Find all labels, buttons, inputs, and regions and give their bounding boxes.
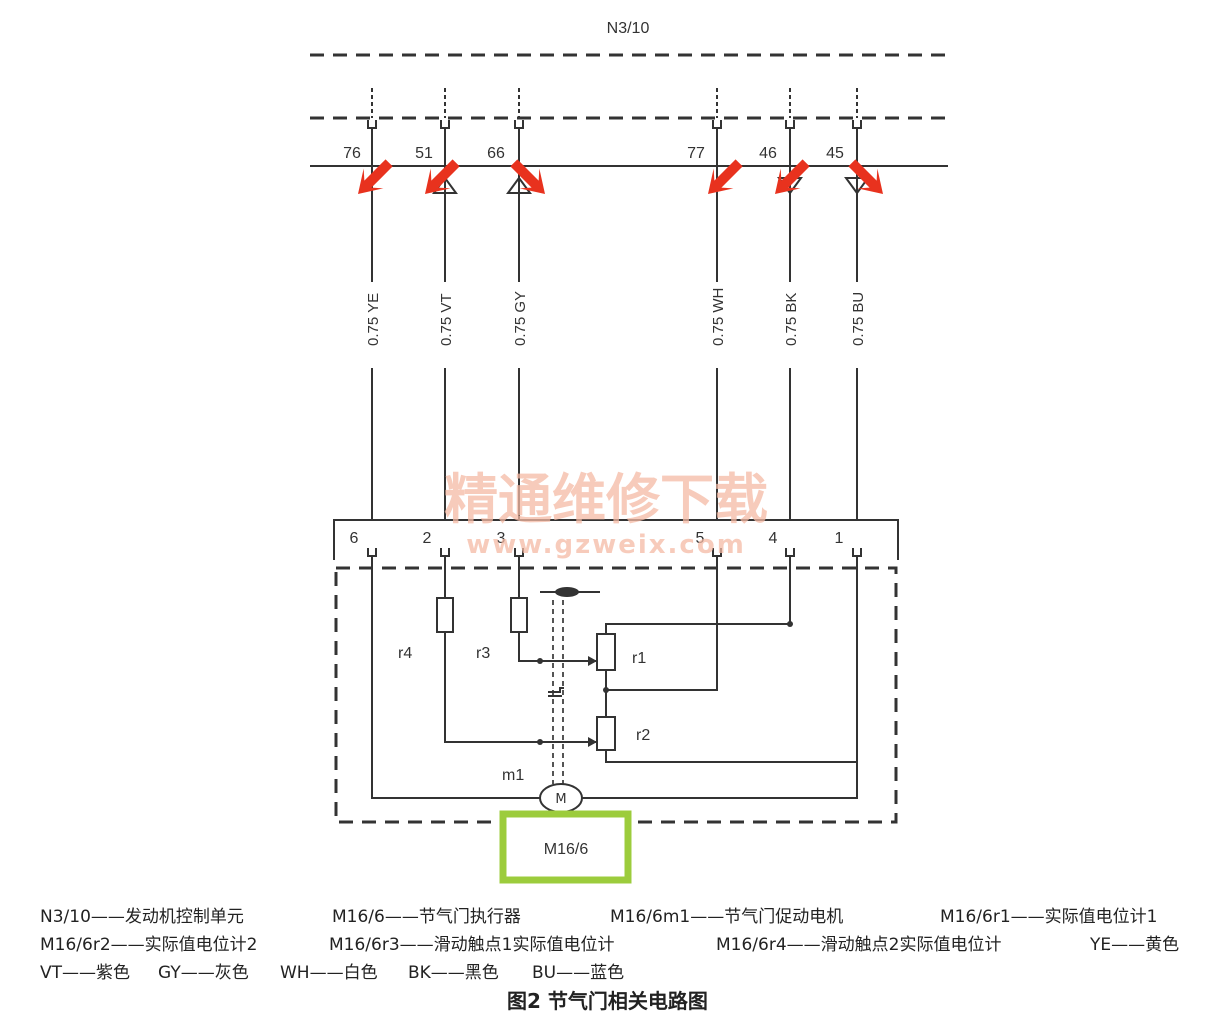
actuator-pin-number: 2 <box>423 530 432 547</box>
wire-label: 0.75 VT <box>438 293 455 346</box>
actuator-pin-number: 6 <box>350 530 359 547</box>
internal-wiring <box>371 556 858 799</box>
wire-label: 0.75 GY <box>512 291 529 346</box>
ecu-pin-stubs <box>367 88 862 166</box>
legend-item: M16/6r4——滑动触点2实际值电位计 <box>716 935 1002 955</box>
ecu-label: N3/10 <box>607 20 650 37</box>
signal-triangle-up-icon <box>506 176 532 194</box>
wire-label: 0.75 YE <box>365 293 382 346</box>
actuator-highlight-box <box>499 810 632 884</box>
actuator-pin-number: 5 <box>696 530 705 547</box>
motor-m1-icon: M <box>539 783 583 813</box>
actuator-label: M16/6 <box>544 841 589 858</box>
ecu-pin-stub <box>712 88 722 166</box>
ecu-pin-number: 51 <box>415 145 433 162</box>
legend-item: BU——蓝色 <box>532 963 625 983</box>
ecu-pin-stub <box>852 88 862 166</box>
resistor-r3 <box>510 597 528 633</box>
actuator-pin-number: 3 <box>497 530 506 547</box>
legend-item: M16/6——节气门执行器 <box>332 907 521 927</box>
component-label-r3: r3 <box>476 645 490 662</box>
legend-item: N3/10——发动机控制单元 <box>40 907 244 927</box>
actuator-boundary <box>334 566 898 824</box>
harness-wires <box>371 166 858 520</box>
legend-item: M16/6m1——节气门促动电机 <box>610 907 844 927</box>
ecu-pin-stub <box>514 88 524 166</box>
legend-item: BK——黑色 <box>408 963 499 983</box>
legend-item: M16/6r1——实际值电位计1 <box>940 907 1158 927</box>
legend-item: YE——黄色 <box>1090 935 1180 955</box>
ecu-pin-number: 77 <box>687 145 705 162</box>
ecu-pin-stub <box>367 88 377 166</box>
wire-label: 0.75 WH <box>710 288 727 346</box>
legend: N3/10——发动机控制单元 M16/6——节气门执行器 M16/6m1——节气… <box>40 903 1210 987</box>
arrow-icon <box>708 159 743 194</box>
signal-triangle-down-icon <box>844 177 870 195</box>
arrow-icon <box>848 159 883 194</box>
legend-item: M16/6r3——滑动触点1实际值电位计 <box>329 935 615 955</box>
legend-item: VT——紫色 <box>40 963 131 983</box>
ecu-pin-number: 45 <box>826 145 844 162</box>
potentiometer-r2 <box>596 716 616 751</box>
resistor-r4 <box>436 597 454 633</box>
wire-label: 0.75 BK <box>783 293 800 346</box>
arrow-icon <box>425 159 460 194</box>
wiper-arrow-icon <box>588 737 597 747</box>
component-label-r1: r1 <box>632 650 646 667</box>
legend-row: M16/6r2——实际值电位计2 M16/6r3——滑动触点1实际值电位计 M1… <box>40 931 1210 959</box>
circuit-diagram: N3/10 <box>310 20 950 884</box>
ecu-pin-number: 76 <box>343 145 361 162</box>
arrow-icon <box>358 159 393 194</box>
ecu-pin-stub <box>440 88 450 166</box>
svg-text:M: M <box>555 792 566 807</box>
legend-item: M16/6r2——实际值电位计2 <box>40 935 258 955</box>
actuator-connector-outline <box>333 519 899 560</box>
legend-row: N3/10——发动机控制单元 M16/6——节气门执行器 M16/6m1——节气… <box>40 903 1210 931</box>
ecu-pin-number: 46 <box>759 145 777 162</box>
wiper-arrow-icon <box>588 656 597 666</box>
figure-caption: 图2 节气门相关电路图 <box>507 989 708 1013</box>
arrow-icon <box>775 159 810 194</box>
watermark-cn: 精通维修下载 <box>444 468 768 531</box>
legend-item: WH——白色 <box>280 963 378 983</box>
spring-icon <box>548 687 564 697</box>
component-label-r4: r4 <box>398 645 412 662</box>
component-label-r2: r2 <box>636 727 650 744</box>
legend-row: VT——紫色 GY——灰色 WH——白色 BK——黑色 BU——蓝色 <box>40 959 1210 987</box>
ecu-pin-stub <box>785 88 795 166</box>
ecu-pin-number: 66 <box>487 145 505 162</box>
junction-dots <box>537 621 793 745</box>
actuator-pin-number: 1 <box>835 530 844 547</box>
component-label-m1: m1 <box>502 767 524 784</box>
actuator-pin-number: 4 <box>769 530 778 547</box>
arrow-icon <box>510 159 545 194</box>
red-arrows <box>358 159 883 194</box>
throttle-plate-icon <box>540 587 600 597</box>
watermark-url: www.gzweix.com <box>466 530 746 560</box>
legend-item: GY——灰色 <box>158 963 249 983</box>
wire-label: 0.75 BU <box>850 292 867 346</box>
potentiometer-r1 <box>596 633 616 671</box>
